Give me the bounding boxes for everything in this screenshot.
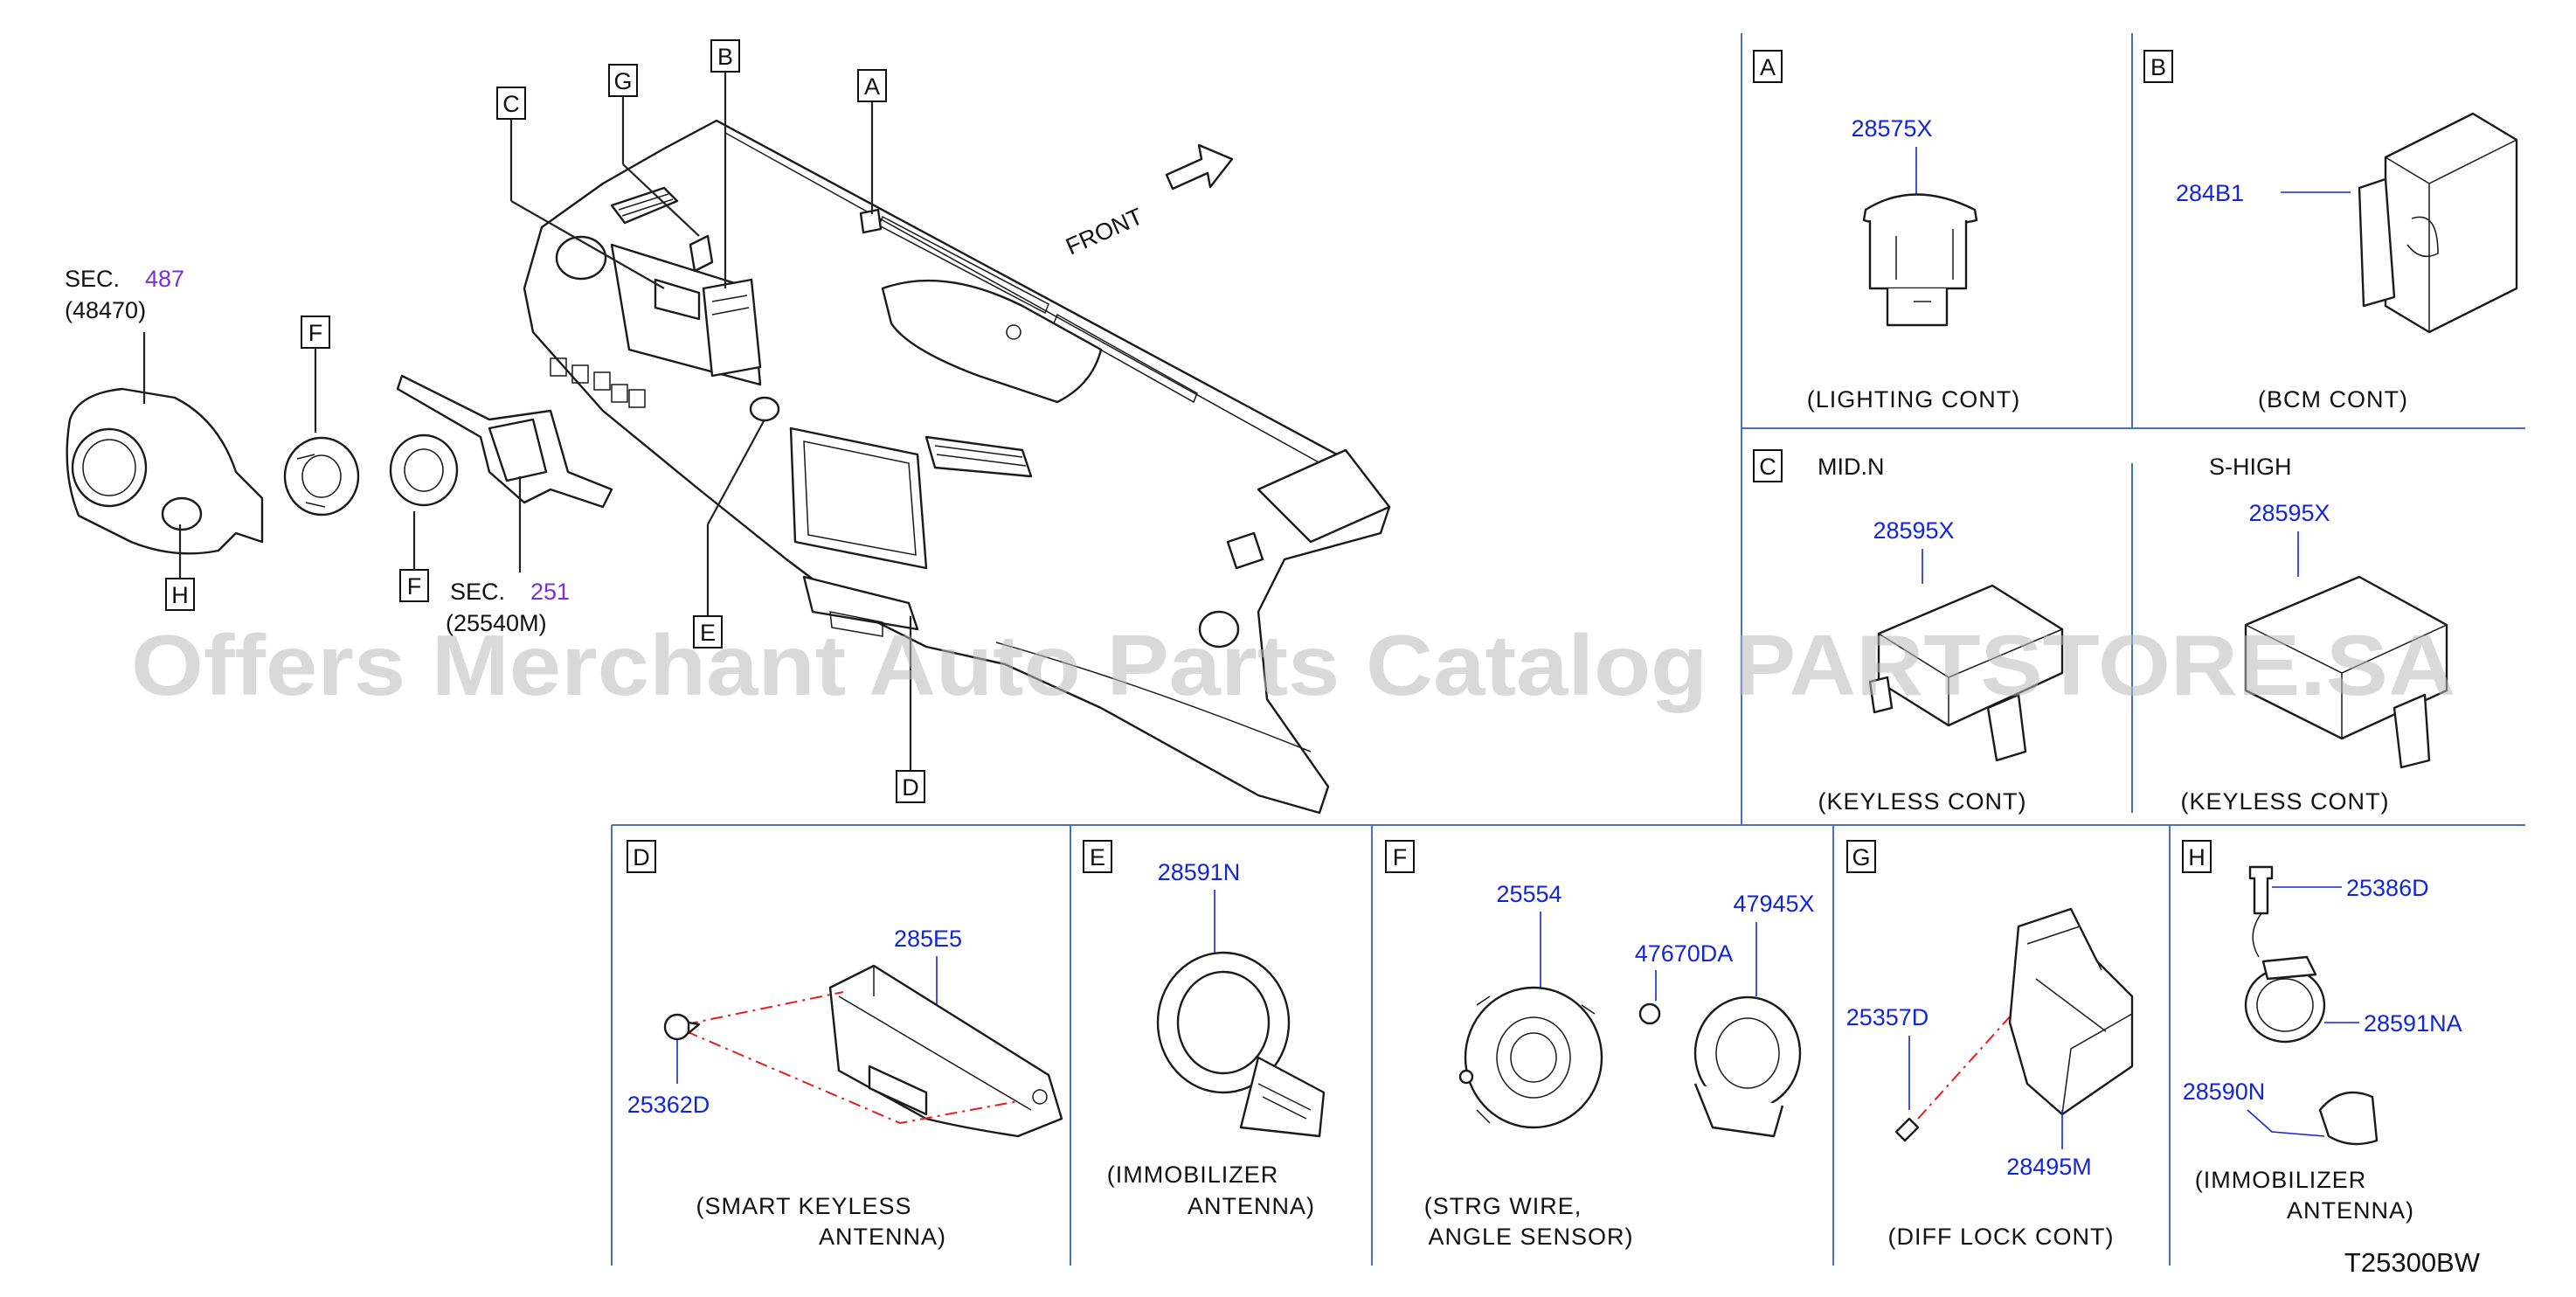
panel-a: A 28575X (LIGHTING CONT) <box>1753 50 2021 413</box>
callout-d: D <box>902 774 919 801</box>
panel-e-caption-2: ANTENNA) <box>1188 1193 1315 1219</box>
sec251-part: (25540M) <box>446 610 547 636</box>
panel-h: H 25386D 28591NA 28590N (IMMOBILIZER ANT… <box>2182 840 2462 1224</box>
sec487-prefix: SEC. <box>65 266 120 292</box>
panel-g-caption: (DIFF LOCK CONT) <box>1888 1224 2115 1250</box>
part-28595x-right[interactable]: 28595X <box>2248 500 2330 526</box>
part-47670da[interactable]: 47670DA <box>1635 940 1734 967</box>
panel-b-letter: B <box>2150 54 2166 80</box>
sec251-number[interactable]: 251 <box>530 579 570 605</box>
panel-c-caption-left: (KEYLESS CONT) <box>1818 788 2026 815</box>
panel-e-caption-1: (IMMOBILIZER <box>1107 1162 1279 1188</box>
callout-e: E <box>700 620 716 646</box>
part-25386d[interactable]: 25386D <box>2346 875 2429 901</box>
left-exploded-parts <box>66 332 613 579</box>
callout-g: G <box>613 68 632 94</box>
panel-e-letter: E <box>1090 844 1105 870</box>
part-25554[interactable]: 25554 <box>1496 881 1562 907</box>
panel-g-letter: G <box>1852 844 1870 870</box>
part-25362d[interactable]: 25362D <box>627 1092 710 1118</box>
panel-b-caption: (BCM CONT) <box>2258 386 2408 413</box>
part-284b1[interactable]: 284B1 <box>2176 180 2244 206</box>
panel-b: B 284B1 (BCM CONT) <box>2143 50 2518 413</box>
panel-d: D 285E5 25362D (SMART KEYLESS ANTENNA) <box>627 840 1063 1250</box>
panel-c: C MID.N S-HIGH 28595X (KEYLESS CONT) 285… <box>1753 449 2448 815</box>
diagram-code: T25300BW <box>2344 1247 2481 1278</box>
panel-h-caption-1: (IMMOBILIZER <box>2195 1167 2367 1193</box>
part-285e5[interactable]: 285E5 <box>894 926 962 952</box>
callout-f-top: F <box>308 320 323 346</box>
panel-f: F 25554 47670DA 47945X (STRG WIRE, ANGLE… <box>1385 840 1815 1250</box>
main-leader-lines <box>509 63 912 771</box>
part-28575x[interactable]: 28575X <box>1851 115 1932 142</box>
callout-a: A <box>864 73 880 100</box>
panel-c-letter: C <box>1759 454 1776 480</box>
panel-h-letter: H <box>2188 844 2206 870</box>
sec487-number[interactable]: 487 <box>145 266 184 292</box>
front-label: FRONT <box>1062 203 1146 260</box>
panel-e: E 28591N (IMMOBILIZER ANTENNA) <box>1083 840 1326 1219</box>
panel-d-caption-1: (SMART KEYLESS <box>696 1193 911 1219</box>
panel-grid <box>611 33 2525 1266</box>
part-28591na[interactable]: 28591NA <box>2364 1010 2462 1037</box>
part-47945x[interactable]: 47945X <box>1733 891 1814 917</box>
main-callouts: A B G C D E F F H <box>165 39 925 803</box>
panel-c-caption-right: (KEYLESS CONT) <box>2180 788 2389 815</box>
panel-f-caption-1: (STRG WIRE, <box>1424 1193 1582 1219</box>
front-arrow: FRONT <box>1062 143 1234 260</box>
part-25357d[interactable]: 25357D <box>1846 1004 1929 1030</box>
panel-g: G 25357D 28495M (DIFF LOCK CONT) <box>1846 840 2134 1250</box>
panel-f-caption-2: ANGLE SENSOR) <box>1428 1224 1633 1250</box>
panel-a-caption: (LIGHTING CONT) <box>1807 386 2021 413</box>
panel-a-letter: A <box>1760 54 1776 80</box>
callout-f-bottom: F <box>407 573 422 600</box>
sec-references: SEC. 487 (48470) SEC. 251 (25540M) <box>65 266 570 636</box>
callout-h: H <box>171 582 189 608</box>
panel-d-letter: D <box>633 844 650 870</box>
panel-h-caption-2: ANTENNA) <box>2287 1197 2414 1224</box>
part-28495m[interactable]: 28495M <box>2006 1154 2092 1180</box>
panel-c-variant-left: MID.N <box>1818 454 1885 480</box>
sec487-part: (48470) <box>65 297 146 323</box>
watermark: Offers Merchant Auto Parts Catalog PARTS… <box>131 617 2455 713</box>
part-28591n[interactable]: 28591N <box>1158 859 1241 885</box>
callout-b: B <box>717 44 733 70</box>
part-28590n[interactable]: 28590N <box>2183 1079 2266 1105</box>
panel-c-variant-right: S-HIGH <box>2209 454 2292 480</box>
sec251-prefix: SEC. <box>450 579 505 605</box>
callout-c: C <box>502 91 520 117</box>
panel-f-letter: F <box>1393 844 1408 870</box>
panel-d-caption-2: ANTENNA) <box>819 1224 946 1250</box>
part-28595x-left[interactable]: 28595X <box>1873 517 1954 544</box>
